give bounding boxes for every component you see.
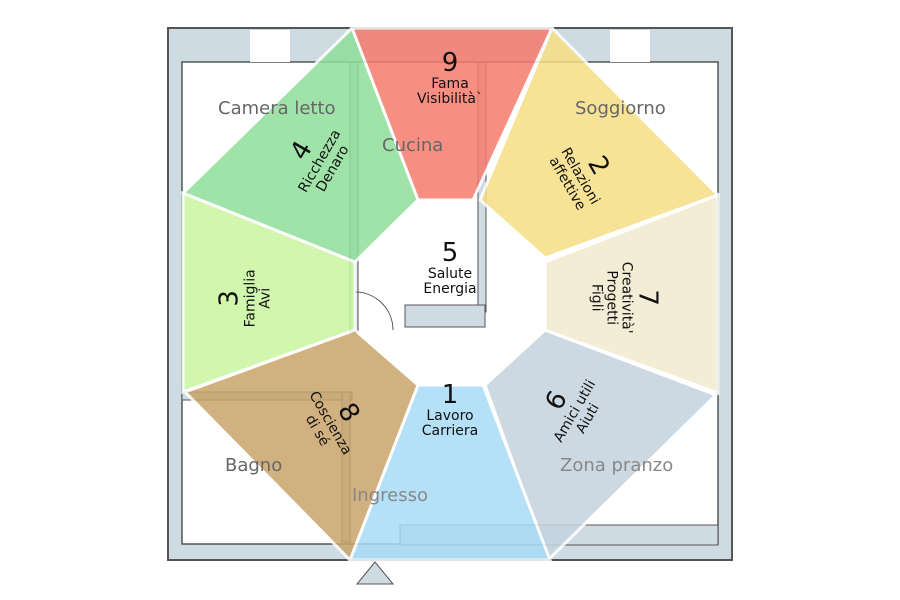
sector-creativita [543, 192, 720, 396]
sector-relazioni [478, 25, 721, 260]
entrance-arrow-icon [355, 561, 395, 585]
room-bagno: Bagno [225, 455, 283, 476]
window-right [610, 30, 650, 62]
room-cucina: Cucina [382, 135, 444, 156]
sector-ricchezza [180, 25, 420, 264]
room-zona-pranzo: Zona pranzo [560, 455, 674, 476]
room-camera-letto: Camera letto [218, 98, 336, 119]
room-ingresso: Ingresso [352, 485, 428, 506]
wall-center [404, 304, 486, 328]
window-left [250, 30, 290, 62]
door-arc [354, 291, 394, 331]
room-soggiorno: Soggiorno [575, 98, 666, 119]
